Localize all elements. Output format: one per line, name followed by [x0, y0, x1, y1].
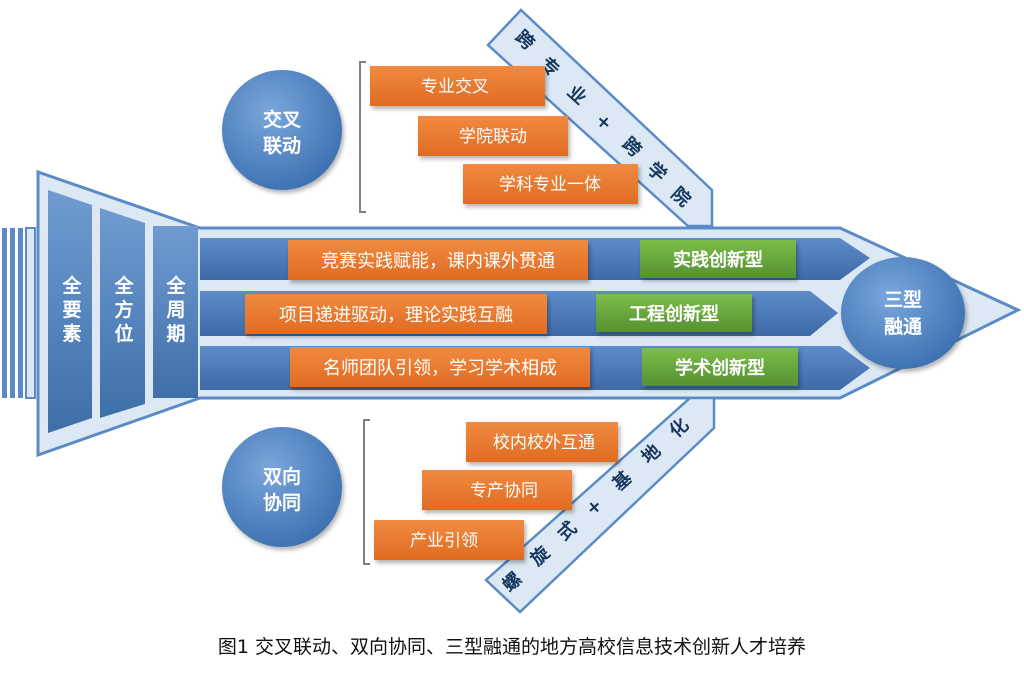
type-badge-3-label: 学术创新型	[675, 357, 765, 379]
row-1-text-box: 竞赛实践赋能，课内课外贯通	[288, 240, 588, 280]
top-item-2-label: 学院联动	[459, 127, 527, 147]
top-wing	[486, 8, 714, 228]
bottom-item-3: 产业引领	[374, 520, 524, 560]
bottom-bracket	[363, 419, 370, 565]
stage-3-char-3: 期	[166, 323, 185, 345]
left-stub-bars	[2, 227, 36, 399]
bottom-item-2-label: 专产协同	[470, 481, 538, 501]
stage-3-char-1: 全	[165, 274, 186, 297]
top-item-2: 学院联动	[418, 116, 568, 156]
type-badge-1-label: 实践创新型	[673, 249, 763, 271]
bottom-item-2: 专产协同	[422, 470, 572, 510]
circle-right-line2: 融通	[884, 316, 923, 338]
stage-column-3	[153, 226, 198, 398]
stage-2-char-2: 方	[114, 298, 133, 321]
circle-top-line1: 交叉	[263, 108, 302, 131]
row-3-text: 名师团队引领，学习学术相成	[323, 358, 557, 379]
type-badge-1: 实践创新型	[640, 240, 796, 278]
row-2-text-box: 项目递进驱动，理论实践互融	[245, 294, 547, 334]
top-item-3-label: 学科专业一体	[499, 175, 601, 195]
top-bracket	[359, 61, 366, 213]
row-3-text-box: 名师团队引领，学习学术相成	[290, 347, 590, 387]
stage-1-char-1: 全	[61, 274, 82, 297]
circle-bottom-line2: 协同	[263, 491, 301, 514]
circle-bottom-line1: 双向	[263, 465, 301, 488]
stage-column-2	[100, 208, 145, 418]
type-badge-3: 学术创新型	[642, 348, 798, 386]
stage-2-char-1: 全	[113, 274, 134, 297]
circle-right: 三型 融通	[841, 257, 965, 369]
circle-bottom: 双向 协同	[222, 427, 342, 547]
top-item-1: 专业交叉	[370, 66, 545, 106]
stage-column-1	[48, 190, 92, 433]
circle-top: 交叉 联动	[222, 70, 342, 190]
row-1-text: 竞赛实践赋能，课内课外贯通	[321, 251, 555, 272]
circle-top-line2: 联动	[263, 135, 301, 157]
stage-3-char-2: 周	[166, 299, 185, 321]
type-badge-2: 工程创新型	[596, 294, 752, 332]
bottom-item-3-label: 产业引领	[410, 531, 478, 551]
stage-1-char-2: 要	[62, 299, 81, 321]
row-2-text: 项目递进驱动，理论实践互融	[279, 305, 513, 326]
circle-right-line1: 三型	[884, 288, 922, 311]
stage-2-char-3: 位	[114, 322, 133, 345]
top-item-1-label: 专业交叉	[421, 77, 489, 97]
stage-1-char-3: 素	[62, 322, 81, 345]
type-badge-2-label: 工程创新型	[629, 303, 719, 325]
bottom-item-1: 校内校外互通	[466, 422, 618, 462]
bottom-item-1-label: 校内校外互通	[493, 433, 595, 453]
figure-caption: 图1 交叉联动、双向协同、三型融通的地方高校信息技术创新人才培养	[217, 636, 807, 658]
top-item-3: 学科专业一体	[463, 164, 638, 204]
